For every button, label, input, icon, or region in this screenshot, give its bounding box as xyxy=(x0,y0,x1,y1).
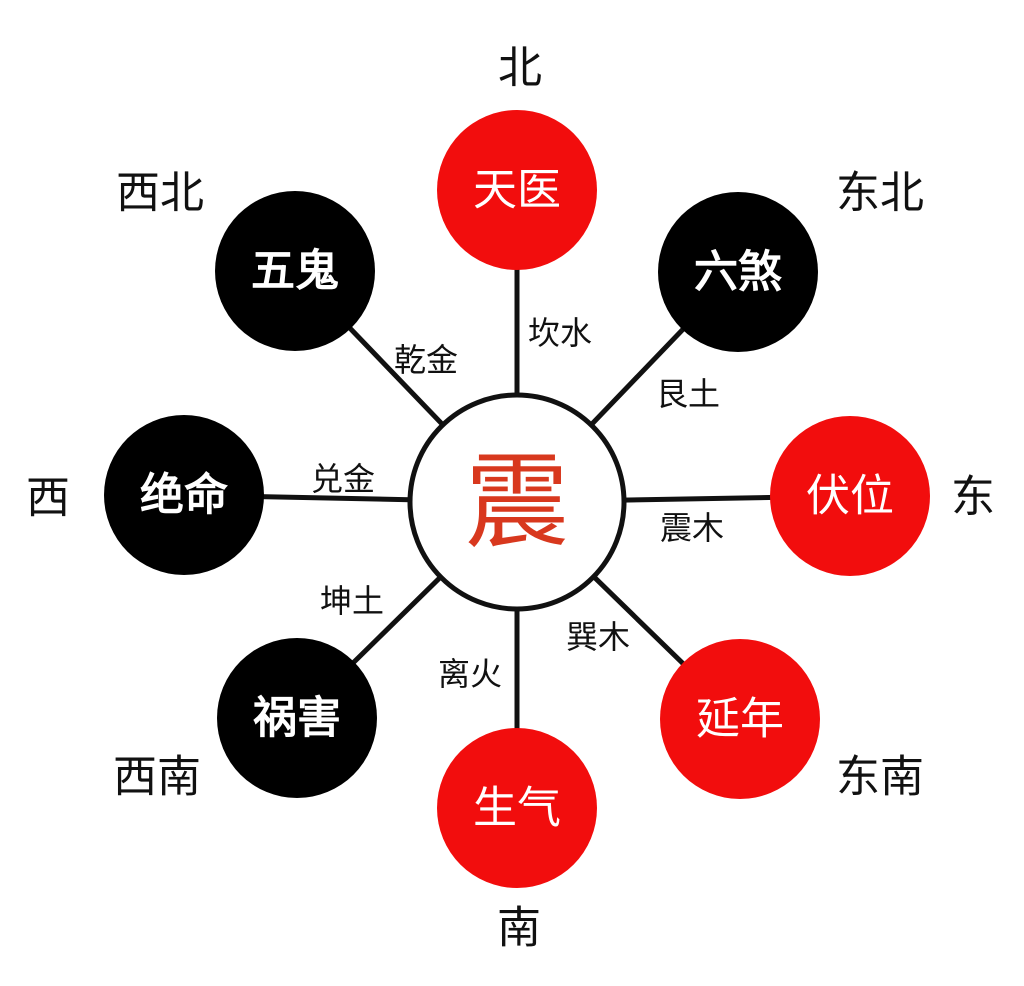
star-circle-northeast xyxy=(658,192,818,352)
direction-label-west: 西 xyxy=(26,473,70,524)
trigram-label-north: 坎水 xyxy=(528,314,592,352)
star-node-south: 生气 xyxy=(437,728,597,888)
trigram-label-west: 兑金 xyxy=(311,460,375,498)
trigram-label-east: 震木 xyxy=(660,509,724,547)
direction-label-south: 南 xyxy=(497,903,541,954)
star-circle-north xyxy=(437,110,597,270)
star-circle-southwest xyxy=(217,638,377,798)
star-label-southeast: 延年 xyxy=(696,694,784,745)
star-label-west: 绝命 xyxy=(140,470,228,521)
star-label-northeast: 六煞 xyxy=(694,247,782,298)
star-label-east: 伏位 xyxy=(806,471,894,522)
center-trigram-label: 震 xyxy=(465,441,569,563)
star-label-northwest: 五鬼 xyxy=(251,246,339,297)
trigram-label-southeast: 巽木 xyxy=(566,618,630,656)
star-label-southwest: 祸害 xyxy=(253,693,341,744)
trigram-label-northeast: 艮土 xyxy=(656,375,720,413)
direction-label-southwest: 西南 xyxy=(113,752,201,803)
star-node-west: 绝命 xyxy=(104,415,264,575)
star-circle-northwest xyxy=(215,191,375,351)
star-node-southwest: 祸害 xyxy=(217,638,377,798)
center-circle xyxy=(407,392,627,612)
star-node-northwest: 五鬼 xyxy=(215,191,375,351)
star-node-northeast: 六煞 xyxy=(658,192,818,352)
direction-label-northwest: 西北 xyxy=(116,168,204,219)
direction-label-north: 北 xyxy=(498,43,542,94)
star-node-north: 天医 xyxy=(437,110,597,270)
trigram-label-southwest: 坤土 xyxy=(320,582,384,620)
star-node-east: 伏位 xyxy=(770,416,930,576)
star-circle-southeast xyxy=(660,639,820,799)
direction-label-northeast: 东北 xyxy=(836,168,924,219)
star-circle-west xyxy=(104,415,264,575)
trigram-label-south: 离火 xyxy=(438,655,502,693)
star-circle-south xyxy=(437,728,597,888)
direction-label-southeast: 东南 xyxy=(836,752,924,803)
center-hub: 震 xyxy=(407,392,627,612)
star-circle-east xyxy=(770,416,930,576)
star-node-southeast: 延年 xyxy=(660,639,820,799)
star-label-south: 生气 xyxy=(473,783,561,834)
direction-label-east: 东 xyxy=(951,472,995,523)
trigram-label-northwest: 乾金 xyxy=(394,341,458,379)
star-label-north: 天医 xyxy=(473,165,561,216)
